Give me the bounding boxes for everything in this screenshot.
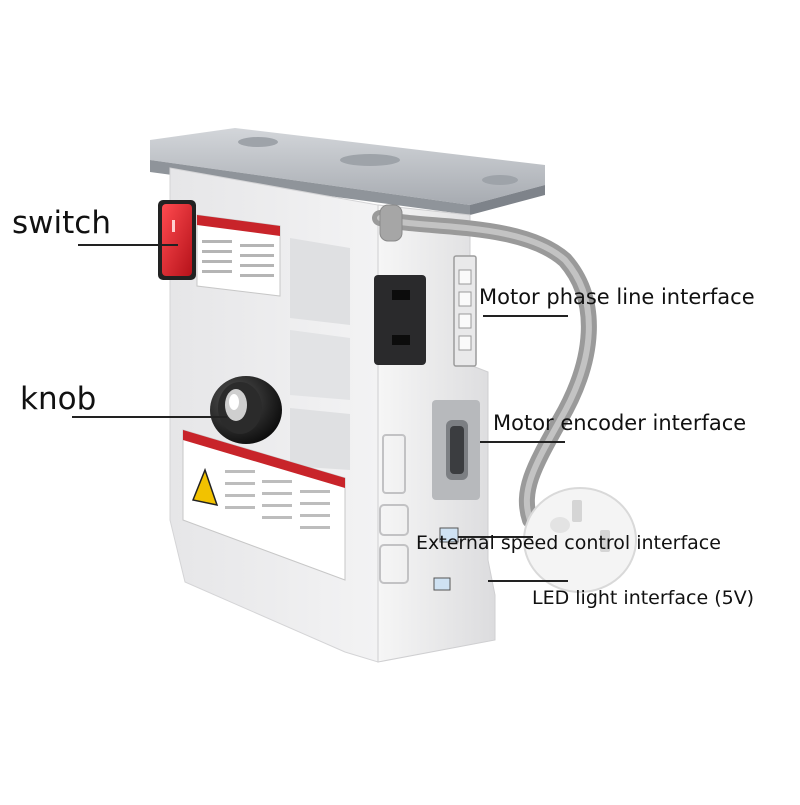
external-speed-callout: External speed control interface [416, 532, 721, 554]
led-leader-line [488, 580, 568, 582]
external-speed-leader-line [458, 536, 533, 538]
knob-leader-line [72, 416, 227, 418]
motor-phase-connector [453, 255, 477, 367]
encoder-connector [432, 400, 480, 500]
led-light-callout: LED light interface (5V) [532, 587, 755, 609]
led-connector [433, 577, 451, 591]
switch-callout: switch [12, 205, 111, 241]
motor-phase-leader-line [483, 315, 568, 317]
power-socket [374, 275, 426, 365]
power-plug [523, 487, 637, 593]
motor-encoder-callout: Motor encoder interface [493, 411, 747, 435]
cable [372, 204, 597, 528]
motor-phase-callout: Motor phase line interface [479, 285, 755, 309]
warning-triangle-icon [191, 467, 219, 507]
speed-knob [210, 376, 282, 444]
knob-callout: knob [20, 381, 97, 417]
speed-control-connector [439, 527, 459, 543]
mounting-plate [150, 128, 545, 215]
switch-leader-line [78, 244, 178, 246]
motor-encoder-leader-line [480, 441, 565, 443]
warning-label [182, 429, 346, 581]
rocker-switch [158, 200, 196, 280]
